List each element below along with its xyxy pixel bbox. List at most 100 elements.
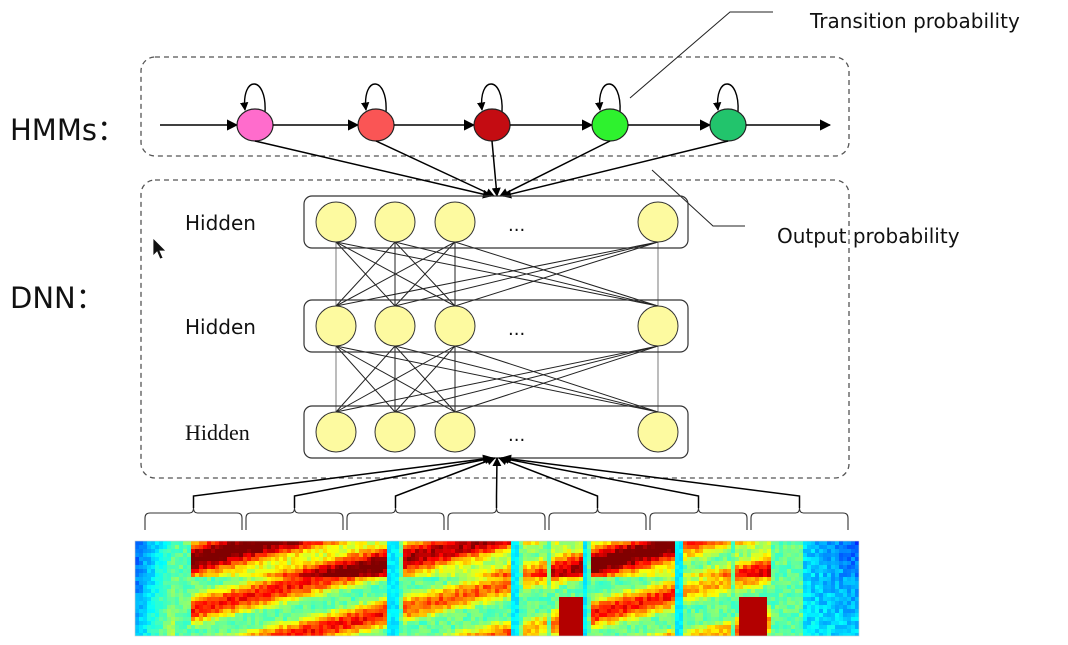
- spectrogram-cell: [559, 625, 564, 630]
- spectrogram-cell: [731, 617, 736, 622]
- spectrogram-cell: [403, 541, 408, 546]
- spectrogram-cell: [247, 589, 252, 594]
- layer-label: Hidden: [185, 420, 250, 445]
- spectrogram-cell: [319, 593, 324, 598]
- spectrogram-cell: [375, 617, 380, 622]
- spectrogram-cell: [467, 601, 472, 606]
- spectrogram-cell: [379, 621, 384, 626]
- spectrogram-cell: [675, 549, 680, 554]
- spectrogram-cell: [595, 613, 600, 618]
- spectrogram-cell: [799, 601, 804, 606]
- spectrogram-cell: [639, 613, 644, 618]
- spectrogram-cell: [695, 545, 700, 550]
- spectrogram-cell: [135, 621, 140, 626]
- spectrogram-cell: [499, 569, 504, 574]
- spectrogram-cell: [639, 605, 644, 610]
- spectrogram-cell: [283, 577, 288, 582]
- spectrogram-cell: [699, 557, 704, 562]
- spectrogram-cell: [639, 585, 644, 590]
- spectrogram-cell: [643, 625, 648, 630]
- spectrogram-cell: [439, 553, 444, 558]
- spectrogram-cell: [803, 553, 808, 558]
- layer-box: [303, 195, 689, 249]
- spectrogram-cell: [143, 581, 148, 586]
- spectrogram-cell: [183, 617, 188, 622]
- spectrogram-cell: [259, 589, 264, 594]
- spectrogram-cell: [511, 593, 516, 598]
- spectrogram-cell: [831, 617, 836, 622]
- spectrogram-cell: [479, 589, 484, 594]
- spectrogram-cell: [355, 613, 360, 618]
- spectrogram-cell: [511, 569, 516, 574]
- spectrogram-cell: [855, 545, 859, 550]
- spectrogram-cell: [683, 577, 688, 582]
- spectrogram-cell: [379, 553, 384, 558]
- spectrogram-cell: [751, 633, 756, 636]
- spectrogram-cell: [615, 545, 620, 550]
- spectrogram-cell: [579, 585, 584, 590]
- spectrogram-cell: [735, 605, 740, 610]
- spectrogram-cell: [607, 573, 612, 578]
- spectrogram-cell: [723, 569, 728, 574]
- spectrogram-cell: [751, 541, 756, 546]
- spectrogram-cell: [595, 593, 600, 598]
- spectrogram-cell: [751, 625, 756, 630]
- spectrogram-cell: [527, 613, 532, 618]
- spectrogram-cell: [755, 549, 760, 554]
- spectrogram-cell: [843, 565, 848, 570]
- spectrogram-cell: [511, 633, 516, 636]
- spectrogram-cell: [663, 565, 668, 570]
- spectrogram-cell: [491, 613, 496, 618]
- spectrogram-cell: [591, 545, 596, 550]
- spectrogram-cell: [519, 613, 524, 618]
- spectrogram-cell: [391, 633, 396, 636]
- spectrogram-cell: [687, 585, 692, 590]
- spectrogram-cell: [303, 601, 308, 606]
- spectrogram-cell: [227, 605, 232, 610]
- spectrogram-cell: [279, 621, 284, 626]
- spectrogram-cell: [507, 561, 512, 566]
- spectrogram-cell: [563, 601, 568, 606]
- spectrogram-cell: [651, 573, 656, 578]
- spectrogram-cell: [195, 545, 200, 550]
- spectrogram-cell: [179, 609, 184, 614]
- spectrogram-cell: [603, 541, 608, 546]
- spectrogram-cell: [319, 617, 324, 622]
- spectrogram-cell: [239, 549, 244, 554]
- spectrogram-cell: [139, 625, 144, 630]
- spectrogram-cell: [807, 629, 812, 634]
- spectrogram-cell: [235, 601, 240, 606]
- spectrogram-cell: [767, 629, 772, 634]
- spectrogram-cell: [787, 625, 792, 630]
- spectrogram-cell: [563, 577, 568, 582]
- spectrogram-cell: [675, 625, 680, 630]
- spectrogram-cell: [575, 633, 580, 636]
- spectrogram-cell: [583, 605, 588, 610]
- spectrogram-cell: [371, 593, 376, 598]
- spectrogram-cell: [611, 629, 616, 634]
- spectrogram-cell: [807, 553, 812, 558]
- spectrogram-cell: [487, 581, 492, 586]
- spectrogram-cell: [831, 565, 836, 570]
- spectrogram-cell: [623, 633, 628, 636]
- spectrogram-cell: [219, 589, 224, 594]
- spectrogram-cell: [671, 581, 676, 586]
- spectrogram-cell: [595, 633, 600, 636]
- spectrogram-cell: [791, 549, 796, 554]
- spectrogram-cell: [679, 569, 684, 574]
- spectrogram-cell: [207, 605, 212, 610]
- spectrogram-cell: [503, 613, 508, 618]
- spectrogram-cell: [279, 625, 284, 630]
- spectrogram-cell: [267, 585, 272, 590]
- spectrogram-cell: [539, 569, 544, 574]
- spectrogram-cell: [507, 557, 512, 562]
- spectrogram-cell: [575, 613, 580, 618]
- spectrogram-cell: [451, 541, 456, 546]
- spectrogram-cell: [699, 577, 704, 582]
- spectrogram-cell: [487, 613, 492, 618]
- spectrogram-cell: [687, 633, 692, 636]
- spectrogram-cell: [311, 593, 316, 598]
- spectrogram-cell: [527, 561, 532, 566]
- spectrogram-cell: [619, 545, 624, 550]
- spectrogram-cell: [271, 545, 276, 550]
